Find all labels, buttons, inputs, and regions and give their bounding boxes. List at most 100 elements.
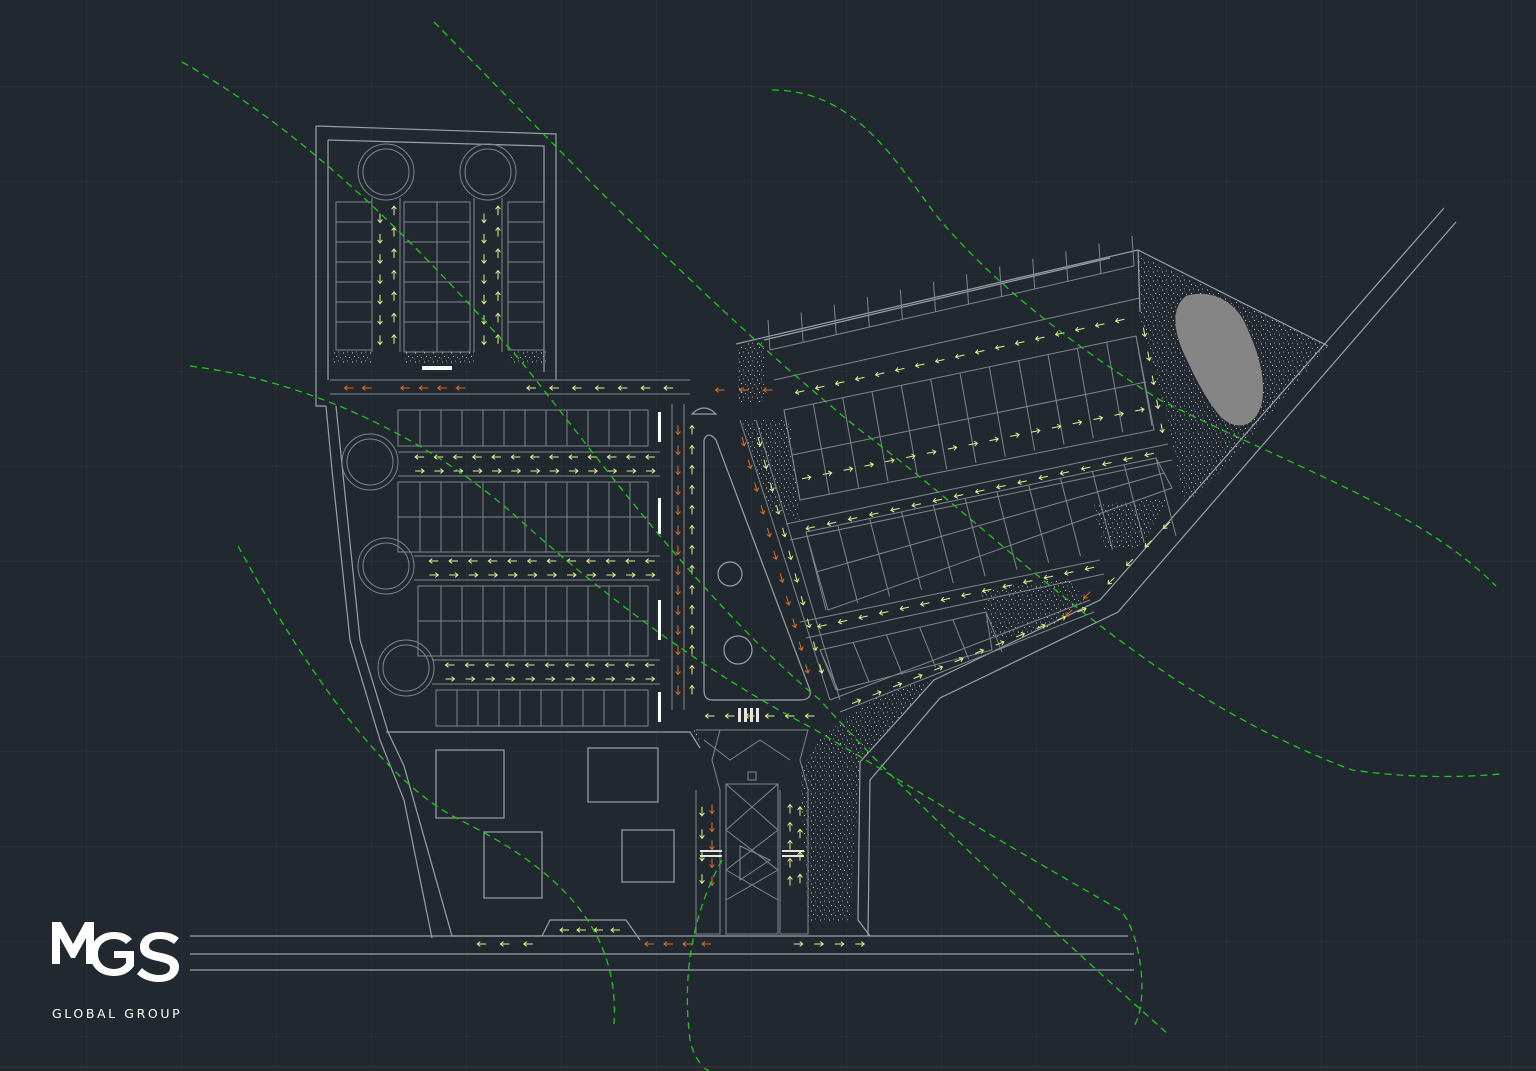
arrow-icon — [794, 389, 805, 395]
arrow-icon — [800, 595, 806, 606]
arrow-icon — [787, 875, 793, 886]
arrow-icon — [481, 233, 487, 244]
arrow-icon — [689, 584, 695, 595]
arrow-icon — [492, 468, 502, 474]
parking-stall-line — [900, 385, 918, 476]
arrow-icon — [701, 941, 711, 947]
arrow-icon — [418, 385, 429, 391]
arrow-icon — [747, 459, 753, 470]
parking-stall-line — [966, 274, 969, 305]
arrow-icon — [699, 851, 705, 862]
arrow-icon — [689, 664, 695, 675]
arrow-icon — [878, 610, 889, 616]
arrow-icon — [834, 380, 845, 386]
arrow-icon — [675, 505, 681, 516]
arrow-icon — [510, 454, 521, 460]
arrow-icon — [724, 713, 735, 719]
arrow-icon — [1122, 456, 1133, 462]
arrow-icon — [1072, 419, 1083, 426]
arrow-icon — [1065, 609, 1073, 617]
arrow-icon — [805, 525, 816, 531]
arrow-icon — [675, 525, 681, 536]
arrow-icon — [1101, 461, 1112, 467]
arrow-icon — [974, 488, 985, 495]
arrow-icon — [452, 454, 463, 460]
arrow-icon — [377, 315, 383, 325]
arrow-icon — [499, 941, 510, 947]
arrow-icon — [465, 676, 476, 682]
arrow-icon — [1030, 428, 1041, 434]
arrow-icon — [675, 445, 681, 456]
arrow-icon — [914, 362, 925, 369]
parking-stall-line — [999, 266, 1003, 297]
arrow-icon — [391, 291, 397, 301]
arrow-icon — [1163, 521, 1171, 529]
arrow-icon — [1010, 432, 1020, 438]
arrow-icon — [377, 335, 383, 346]
arrow-icon — [995, 640, 1005, 646]
arrow-icon — [974, 349, 985, 355]
arrow-icon — [804, 664, 810, 674]
arrow-icon — [797, 805, 803, 816]
parking-stall-line — [1091, 471, 1113, 550]
arrow-icon — [709, 840, 715, 851]
arrow-icon — [544, 662, 555, 668]
arrow-icon — [675, 485, 681, 496]
arrow-icon — [797, 828, 803, 839]
arrow-icon — [763, 459, 769, 470]
arrow-icon — [834, 941, 845, 947]
arrow-icon — [1017, 479, 1027, 485]
arrow-icon — [606, 572, 617, 578]
arrow-icon — [919, 601, 930, 607]
arrow-icon — [617, 385, 628, 391]
arrow-icon — [565, 676, 576, 682]
arrow-icon — [585, 558, 596, 564]
arrow-icon — [675, 585, 681, 596]
arrow-icon — [996, 484, 1006, 490]
parking-stall-line — [871, 391, 889, 482]
parking-stall-line — [1131, 235, 1135, 267]
arrow-icon — [415, 468, 425, 474]
arrow-icon — [626, 572, 636, 578]
arrow-icon — [806, 618, 812, 629]
arrow-icon — [826, 520, 837, 527]
arrow-icon — [933, 665, 944, 671]
arrow-icon — [814, 384, 825, 391]
arrow-icon — [526, 558, 537, 564]
arrow-icon — [530, 468, 541, 474]
arrow-icon — [1056, 615, 1067, 621]
parking-stall-line — [885, 634, 903, 675]
arrow-icon — [564, 662, 575, 668]
arrow-icon — [640, 385, 651, 391]
arrow-icon — [855, 941, 866, 947]
arrow-icon — [1002, 583, 1012, 590]
arrow-icon — [675, 665, 681, 676]
arrow-icon — [1094, 322, 1105, 328]
arrow-icon — [1144, 451, 1154, 458]
arrow-icon — [391, 269, 397, 280]
arrow-icon — [791, 618, 798, 629]
arrow-icon — [675, 465, 681, 476]
parking-stall-line — [919, 627, 937, 668]
arrow-icon — [607, 468, 618, 474]
arrow-icon — [675, 605, 681, 616]
arrow-icon — [445, 676, 456, 682]
arrow-icon — [576, 927, 586, 933]
parking-stall-line — [869, 518, 891, 597]
arrow-icon — [485, 676, 496, 682]
arrow-icon — [464, 662, 475, 668]
west-parking — [341, 404, 685, 727]
arrow-icon — [549, 468, 560, 474]
parking-stall-line — [783, 409, 801, 501]
arrow-icon — [546, 558, 557, 564]
arrow-icon — [468, 572, 479, 578]
arrow-icon — [584, 662, 595, 668]
arrow-icon — [645, 454, 655, 460]
arrow-icon — [689, 464, 695, 475]
arrow-icon — [699, 874, 705, 885]
arrow-icon — [547, 572, 558, 578]
arrow-icon — [837, 618, 848, 625]
arrow-icon — [391, 312, 397, 323]
arrow-icon — [487, 558, 498, 564]
parking-stall-line — [1028, 484, 1050, 564]
